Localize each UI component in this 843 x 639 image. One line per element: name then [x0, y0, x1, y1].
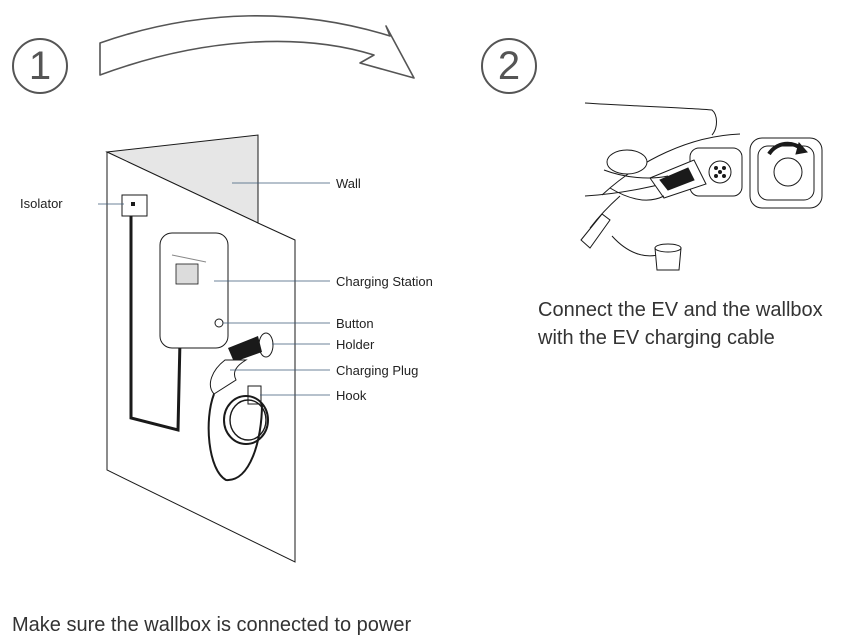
step-two-badge: 2	[481, 38, 537, 94]
holder-label: Holder	[336, 337, 375, 352]
button-label: Button	[336, 316, 374, 331]
curved-arrow	[99, 15, 415, 79]
wall-label: Wall	[336, 176, 361, 191]
charging-station-label: Charging Station	[336, 274, 433, 289]
isolator-label: Isolator	[20, 196, 63, 211]
wall-illustration	[105, 134, 296, 563]
charging-plug-label: Charging Plug	[336, 363, 419, 378]
charging-station-unit	[159, 232, 229, 349]
leader-lines	[98, 182, 330, 396]
holder	[228, 332, 274, 362]
step-one-badge: 1	[12, 38, 68, 94]
hook-label: Hook	[336, 388, 367, 403]
step-two-caption: Connect the EV and the wallbox with the …	[538, 299, 823, 349]
step-one-caption: Make sure the wallbox is connected to po…	[12, 614, 412, 636]
coiled-cable	[207, 393, 269, 482]
supply-cable	[129, 216, 182, 432]
charging-plug-handle	[210, 359, 248, 395]
ev-connection-illustration	[580, 102, 823, 271]
isolator-box	[121, 194, 148, 217]
